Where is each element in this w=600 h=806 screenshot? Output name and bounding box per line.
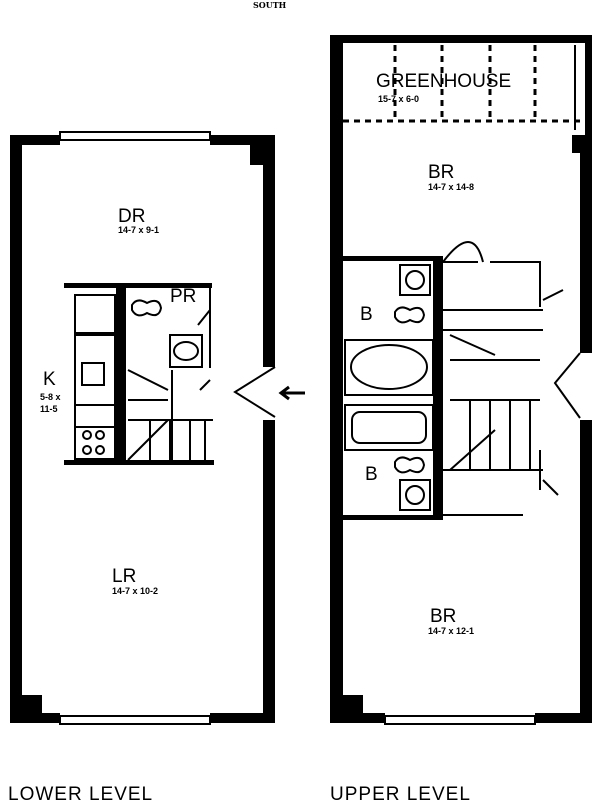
- bathtub-icon-2: [344, 404, 434, 451]
- window-north: [59, 131, 211, 141]
- upper-level-title: UPPER LEVEL: [330, 784, 471, 805]
- core-wall: [64, 283, 212, 288]
- room-size-lr: 14-7 x 10-2: [112, 586, 158, 596]
- west-wall: [10, 135, 22, 723]
- entry-door-swing: [233, 366, 276, 418]
- door-swing-east: [553, 352, 581, 419]
- window-south: [59, 715, 211, 725]
- room-label-lr: LR: [112, 566, 136, 587]
- stove-icon: [74, 426, 116, 460]
- door-swing: [442, 241, 484, 263]
- room-label-br-south: BR: [430, 606, 456, 627]
- room-label-bath-2: B: [365, 464, 378, 485]
- toilet-icon: [131, 299, 163, 317]
- powder-room-sink-icon: [169, 334, 203, 368]
- west-wall: [330, 35, 343, 723]
- sink-icon: [399, 264, 431, 296]
- room-size-k-line1: 5-8 x: [40, 392, 61, 402]
- entry-arrow-icon: [278, 385, 305, 401]
- room-label-bath-1: B: [360, 304, 373, 325]
- east-wall-lower: [263, 420, 275, 723]
- lower-level-title: LOWER LEVEL: [8, 784, 153, 805]
- room-size-k-line2: 11-5: [40, 404, 58, 414]
- room-size-dr: 14-7 x 9-1: [118, 225, 159, 235]
- room-label-br-north: BR: [428, 162, 454, 183]
- room-size-br-south: 14-7 x 12-1: [428, 626, 474, 636]
- window-south: [384, 715, 536, 725]
- toilet-icon-2: [394, 456, 426, 474]
- bathtub-icon: [344, 339, 434, 396]
- room-size-br-north: 14-7 x 14-8: [428, 182, 474, 192]
- sink-icon: [81, 362, 105, 386]
- room-label-greenhouse: GREENHOUSE: [376, 71, 511, 92]
- south-orientation-label: SOUTH: [253, 0, 287, 10]
- lower-level-plan: DR 14-7 x 9-1 PR K 5-8 x 11-5 LR 14-7 x …: [10, 131, 305, 725]
- east-wall-upper: [263, 135, 275, 367]
- toilet-icon: [394, 306, 426, 324]
- room-size-greenhouse: 15-7 x 6-0: [378, 94, 419, 104]
- room-label-pr: PR: [170, 286, 196, 307]
- room-label-k: K: [43, 369, 56, 390]
- room-label-dr: DR: [118, 206, 145, 227]
- sink-icon-2: [399, 479, 431, 511]
- upper-level-plan: GREENHOUSE 15-7 x 6-0 BR 14-7 x 14-8 B B…: [330, 35, 592, 725]
